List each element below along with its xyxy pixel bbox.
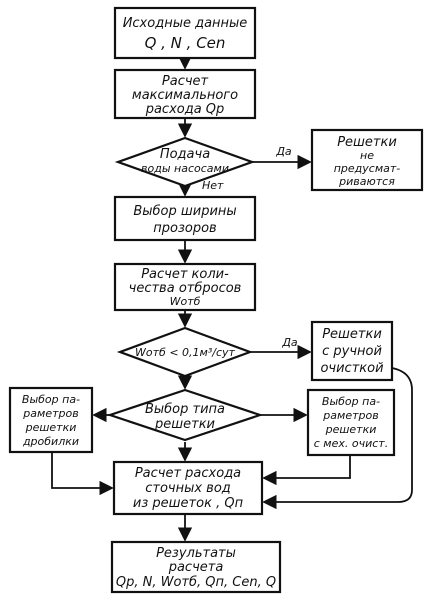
input-line1: Исходные данные — [123, 16, 248, 31]
gap-width-line1: Выбор ширины — [133, 204, 236, 219]
calc-max-line3: расхода Qp — [145, 102, 225, 117]
no-screens-line3: предусмат- — [334, 162, 401, 175]
input-line2: Q , N , Cen — [145, 34, 226, 52]
crusher-line4: дробилки — [22, 435, 79, 448]
results-line2: расчета — [168, 560, 224, 575]
crusher-params-box — [8, 386, 94, 454]
pump-line2: воды насосами — [141, 162, 229, 175]
waste-water-line3: из решеток , Qп — [133, 496, 244, 511]
no-screens-line4: риваются — [338, 175, 395, 188]
input-data-box — [113, 6, 257, 60]
type-decision-diamond — [106, 388, 264, 442]
waste-calc-line3: Wотб — [170, 295, 201, 308]
mech-line1: Выбор па- — [322, 395, 380, 408]
mech-params-box — [306, 388, 396, 457]
results-box — [110, 540, 282, 594]
waste-water-line1: Расчет расхода — [135, 466, 241, 481]
calc-max-line2: максимального — [132, 88, 238, 103]
crusher-line1: Выбор па- — [22, 393, 80, 406]
pump-no-label: Нет — [202, 179, 224, 192]
threshold-text: Wотб < 0,1м³/сут — [135, 346, 235, 359]
manual-screens-box — [310, 320, 394, 382]
type-line2: решетки — [154, 417, 215, 432]
mech-line4: с мех. очист. — [314, 437, 388, 450]
gap-width-box — [113, 195, 257, 242]
manual-line3: очисткой — [320, 361, 383, 376]
crusher-line2: раметров — [22, 407, 78, 420]
gap-width-line2: прозоров — [153, 221, 216, 236]
mech-line2: раметров — [322, 409, 378, 422]
waste-calc-line1: Расчет коли- — [141, 267, 229, 282]
mech-line3: решетки — [325, 423, 377, 436]
type-line1: Выбор типа — [145, 402, 225, 417]
calc-max-flow-box — [113, 68, 257, 120]
results-line3: Qp, N, Wотб, Qп, Cen, Q — [116, 575, 276, 590]
threshold-yes-label: Да — [281, 336, 298, 349]
pump-yes-label: Да — [275, 145, 292, 158]
waste-water-line2: сточных вод — [145, 481, 231, 496]
manual-line1: Решетки — [322, 327, 382, 342]
waste-calc-box — [113, 262, 257, 312]
edge-crusher-to-calc — [51, 452, 114, 496]
edge-mech-to-calc — [262, 455, 351, 486]
no-screens-line2: не — [360, 149, 374, 162]
calc-max-line1: Расчет — [162, 74, 209, 89]
results-line1: Результаты — [156, 546, 236, 561]
no-screens-box — [310, 128, 424, 192]
pump-line1: Подача — [160, 147, 210, 162]
manual-line2: с ручной — [322, 344, 382, 359]
waste-water-calc-box — [112, 460, 264, 516]
pump-decision-diamond — [114, 136, 256, 188]
waste-calc-line2: чества отбросов — [129, 281, 242, 296]
crusher-line3: решетки — [25, 421, 77, 434]
edge-manual-to-calc — [262, 367, 413, 510]
threshold-decision-diamond — [116, 326, 254, 378]
no-screens-line1: Решетки — [337, 135, 397, 150]
